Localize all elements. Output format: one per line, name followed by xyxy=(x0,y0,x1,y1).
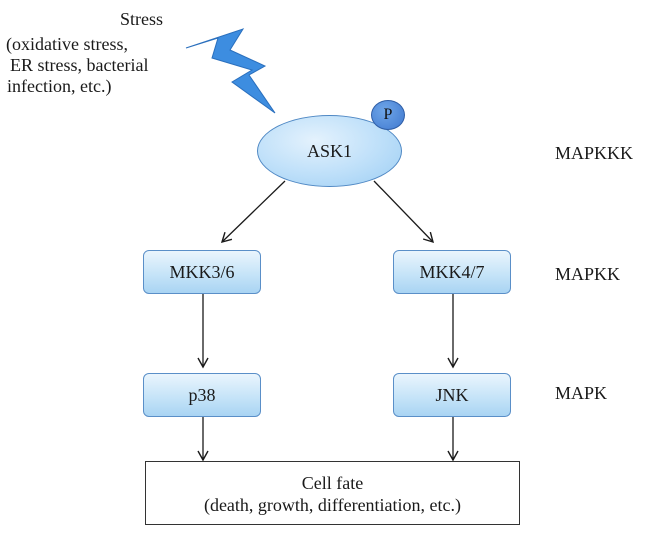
stress-detail-line: infection, etc.) xyxy=(7,76,112,96)
jnk-node: JNK xyxy=(393,373,511,417)
mkk47-label: MKK4/7 xyxy=(419,261,485,282)
level-label-mapk: MAPK xyxy=(555,383,608,403)
cell-fate-detail: (death, growth, differentiation, etc.) xyxy=(203,495,462,515)
level-label-mapkk: MAPKK xyxy=(555,264,621,284)
jnk-label: JNK xyxy=(435,384,469,405)
cell-fate-title: Cell fate xyxy=(301,473,364,493)
stress-detail-line: (oxidative stress, xyxy=(6,34,128,54)
ask1-label: ASK1 xyxy=(306,140,352,161)
mkk47-node: MKK4/7 xyxy=(393,250,511,294)
level-label-mapkkk: MAPKKK xyxy=(555,143,634,163)
phosphorylation-label: P xyxy=(383,106,393,123)
stress-detail-line: ER stress, bacterial xyxy=(10,55,149,75)
mkk36-node: MKK3/6 xyxy=(143,250,261,294)
p38-label: p38 xyxy=(188,384,216,405)
arrow-ask1-to-mkk47 xyxy=(373,180,435,244)
mkk36-label: MKK3/6 xyxy=(169,261,235,282)
lightning-bolt-icon xyxy=(185,28,276,114)
cell-fate-box: Cell fate (death, growth, differentiatio… xyxy=(145,461,520,525)
phosphorylation-badge: P xyxy=(371,100,405,130)
stress-label: Stress xyxy=(120,9,164,29)
arrow-ask1-to-mkk36 xyxy=(220,180,286,244)
p38-node: p38 xyxy=(143,373,261,417)
